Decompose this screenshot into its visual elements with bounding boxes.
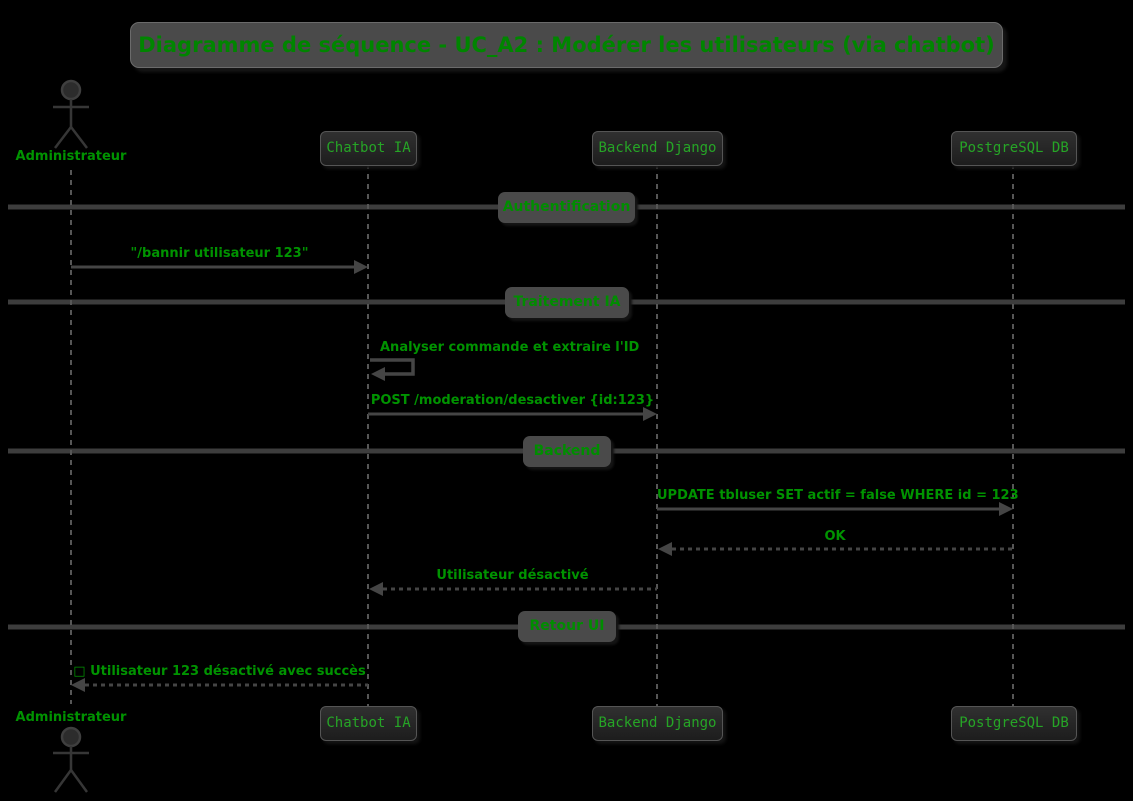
self-arrow-analyser [370,358,415,381]
diagram-title: Diagramme de séquence - UC_A2 : Modérer … [130,22,1003,68]
message-succes: □ Utilisateur 123 désactivé avec succès [73,664,366,679]
participant-backend-django-top: Backend Django [592,131,723,166]
arrow-return-desactive [369,582,657,596]
actor-figure-top [53,79,89,149]
actor-label-administrateur-bottom: Administrateur [15,710,127,725]
message-post-moderation: POST /moderation/desactiver {id:123} [370,393,655,408]
participant-chatbot-ia-bottom: Chatbot IA [320,706,417,741]
participant-chatbot-ia-top: Chatbot IA [320,131,417,166]
divider-retour-ui: Retour UI [518,611,616,642]
divider-authentification: Authentification [498,192,635,223]
message-utilisateur-desactive: Utilisateur désactivé [436,568,589,583]
arrow-update-sql [657,502,1013,516]
arrow-return-ok [658,542,1013,556]
lifelines [70,164,1014,706]
divider-backend: Backend [523,436,611,467]
arrow-bannir [71,260,368,274]
participant-postgresql-db-bottom: PostgreSQL DB [951,706,1077,741]
actor-figure-bottom [53,726,89,793]
message-analyser-commande: Analyser commande et extraire l'ID [380,340,640,355]
message-update-sql: UPDATE tbluser SET actif = false WHERE i… [657,488,1019,503]
arrow-post-moderation [368,407,657,421]
participant-backend-django-bottom: Backend Django [592,706,723,741]
participant-postgresql-db-top: PostgreSQL DB [951,131,1077,166]
solid-arrows [71,260,1013,516]
actor-label-administrateur-top: Administrateur [15,149,127,164]
divider-traitement-ia: Traitement IA [505,287,629,318]
message-bannir-utilisateur: "/bannir utilisateur 123" [130,246,309,261]
dashed-arrows [71,542,1013,692]
message-return-ok: OK [824,529,846,544]
divider-lines [8,204,1125,630]
arrow-return-succes [71,678,368,692]
